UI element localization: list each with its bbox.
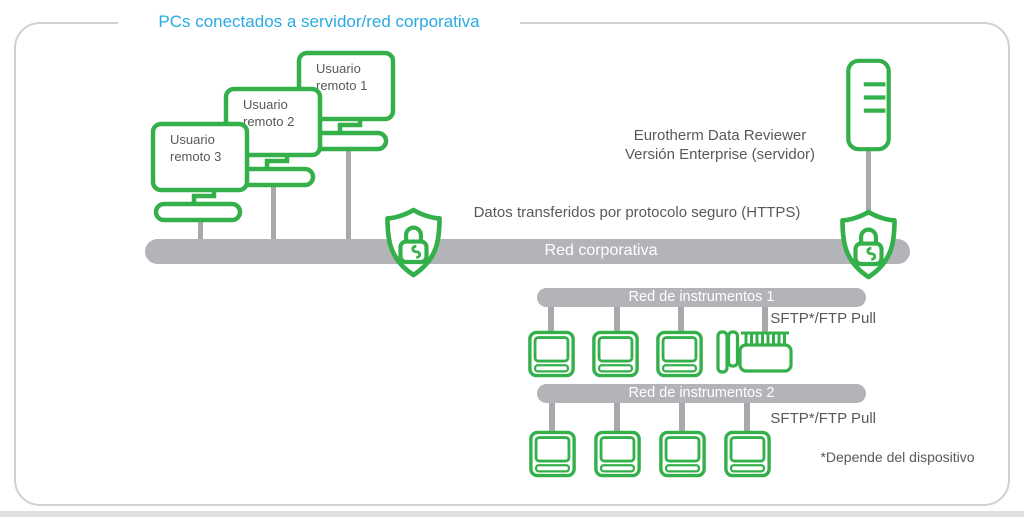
recorder-icon	[529, 430, 576, 478]
recorder-icon	[528, 330, 575, 378]
corporate-network-bus	[145, 239, 910, 264]
connector-server	[866, 150, 871, 216]
instrument-din-device	[716, 329, 794, 384]
instrument-network-1-label: Red de instrumentos 1	[628, 289, 775, 305]
connector-user3	[198, 216, 203, 240]
instrument-network-2-label: Red de instrumentos 2	[628, 385, 775, 401]
connector-instr2-2	[614, 402, 620, 432]
instrument-recorder-1	[528, 330, 575, 383]
shield-lock-icon	[840, 209, 897, 280]
instrument-recorder-2	[592, 330, 639, 383]
security-shield-left	[381, 206, 446, 284]
connector-instr1-1	[548, 306, 554, 332]
instrument-recorder-7	[724, 430, 771, 483]
connector-user2	[271, 181, 276, 240]
connector-instr2-1	[549, 402, 555, 432]
sftp-note-1: SFTP*/FTP Pull	[770, 310, 876, 327]
shield-lock-icon	[385, 207, 442, 278]
connector-instr1-2	[614, 306, 620, 332]
server-tower	[845, 56, 892, 159]
instrument-recorder-6	[659, 430, 706, 483]
device-footnote: *Depende del dispositivo	[820, 449, 975, 465]
diagram-title: PCs conectados a servidor/red corporativ…	[118, 10, 520, 34]
instrument-network-1-bus	[537, 288, 866, 307]
recorder-icon	[594, 430, 641, 478]
server-tower-icon	[846, 58, 891, 152]
https-transfer-note: Datos transferidos por protocolo seguro …	[473, 204, 801, 221]
page-edge-strip	[0, 511, 1024, 517]
monitor-keyboard-icon	[296, 50, 396, 152]
connector-instr1-4	[762, 306, 768, 332]
connector-user1	[346, 145, 351, 240]
security-shield-right	[836, 208, 901, 286]
corporate-network-label: Red corporativa	[544, 242, 658, 259]
connector-instr2-4	[744, 402, 750, 432]
instrument-network-2-bus	[537, 384, 866, 403]
sftp-note-2: SFTP*/FTP Pull	[770, 410, 876, 427]
instrument-recorder-5	[594, 430, 641, 483]
connector-instr1-3	[678, 306, 684, 332]
recorder-icon	[592, 330, 639, 378]
server-label: Eurotherm Data Reviewer Versión Enterpri…	[624, 127, 816, 163]
recorder-icon	[659, 430, 706, 478]
monitor-keyboard-icon	[150, 121, 250, 223]
instrument-recorder-4	[529, 430, 576, 483]
recorder-icon	[724, 430, 771, 478]
instrument-recorder-3	[656, 330, 703, 383]
recorder-icon	[656, 330, 703, 378]
din-device-icon	[716, 330, 793, 374]
connector-instr2-3	[679, 402, 685, 432]
